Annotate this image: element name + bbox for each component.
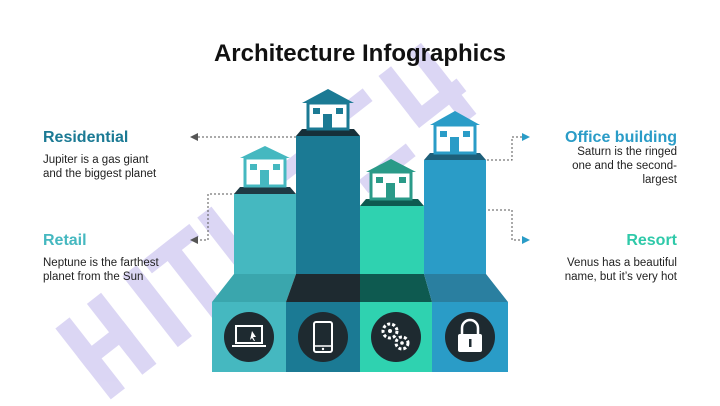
arrow-left-icon xyxy=(190,236,198,244)
watermark-stroke xyxy=(408,42,477,124)
cap-office xyxy=(424,153,486,160)
base-top-3 xyxy=(360,274,432,302)
watermark-stroke xyxy=(409,78,467,129)
watermark-stroke xyxy=(86,292,157,375)
description-line: Jupiter is a gas giant xyxy=(43,154,149,166)
description-line: one and the second- xyxy=(572,160,677,172)
watermark-stroke xyxy=(77,321,134,370)
gears-icon xyxy=(371,312,421,362)
residential-heading: Residential xyxy=(43,129,129,146)
cap-retail xyxy=(234,187,296,194)
retail-heading: Retail xyxy=(43,232,87,249)
watermark-stroke xyxy=(55,317,125,400)
house-resort-icon xyxy=(366,159,416,201)
description-line: name, but it’s very hot xyxy=(564,271,677,283)
base-top-1 xyxy=(212,274,296,302)
base-top-2 xyxy=(286,274,360,302)
page-title: Architecture Infographics xyxy=(213,40,507,67)
house-residential-icon xyxy=(302,89,354,131)
tower-office xyxy=(424,160,486,274)
description-line: planet from the Sun xyxy=(43,271,144,283)
connector-retail xyxy=(196,193,236,241)
description-line: largest xyxy=(642,174,677,186)
watermark-stroke xyxy=(142,223,200,274)
house-office-icon xyxy=(430,111,480,155)
tower-residential xyxy=(296,136,360,274)
resort-heading: Resort xyxy=(626,232,677,249)
tower-retail xyxy=(234,194,296,274)
description-line: and the biggest planet xyxy=(43,168,157,180)
tower-resort xyxy=(360,206,424,274)
connector-office xyxy=(487,136,524,161)
arrow-left-icon xyxy=(190,133,198,141)
smartphone-icon xyxy=(298,312,348,362)
watermark-stroke xyxy=(157,237,228,320)
watermark-stroke xyxy=(378,66,429,124)
padlock-icon xyxy=(445,312,495,362)
description-line: Neptune is the farthest xyxy=(43,257,159,269)
laptop-icon xyxy=(224,312,274,362)
arrow-right-icon xyxy=(522,133,530,141)
retail-description: Neptune is the farthest planet from the … xyxy=(43,256,159,284)
resort-description: Venus has a beautiful name, but it’s ver… xyxy=(520,256,677,284)
arrow-right-icon xyxy=(522,236,530,244)
description-line: Saturn is the ringed xyxy=(577,146,677,158)
cap-residential xyxy=(296,129,360,136)
base-top-4 xyxy=(424,274,508,302)
office-building-description: Saturn is the ringed one and the second-… xyxy=(520,145,677,187)
office-building-heading: Office building xyxy=(565,129,677,146)
residential-description: Jupiter is a gas giant and the biggest p… xyxy=(43,153,156,181)
description-line: Venus has a beautiful xyxy=(567,257,677,269)
watermark-stroke xyxy=(122,265,192,348)
cap-resort xyxy=(360,199,424,206)
house-retail-icon xyxy=(240,146,290,188)
